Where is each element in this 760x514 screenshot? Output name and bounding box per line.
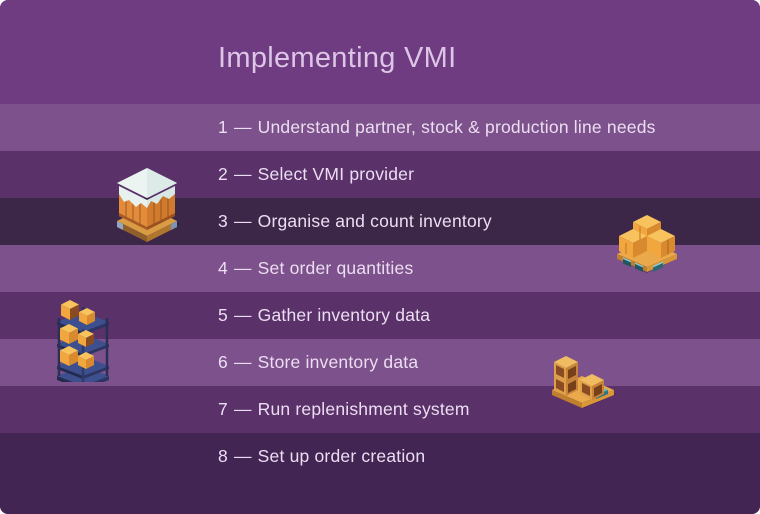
step-number: 1 <box>218 117 228 137</box>
page-title: Implementing VMI <box>218 42 457 74</box>
step-dash: — <box>233 117 252 137</box>
step-number: 7 <box>218 399 228 419</box>
step-row-8: 8—Set up order creation <box>0 433 760 480</box>
footer-band <box>0 480 760 514</box>
step-dash: — <box>233 352 252 372</box>
step-row-6: 6—Store inventory data <box>0 339 760 386</box>
step-number: 2 <box>218 164 228 184</box>
step-dash: — <box>233 211 252 231</box>
step-dash: — <box>233 399 252 419</box>
step-dash: — <box>233 305 252 325</box>
step-number: 4 <box>218 258 228 278</box>
steps-list: 1—Understand partner, stock & production… <box>0 104 760 480</box>
step-number: 6 <box>218 352 228 372</box>
step-label: Select VMI provider <box>257 164 415 184</box>
step-label: Run replenishment system <box>257 399 470 419</box>
step-row-3: 3—Organise and count inventory <box>0 198 760 245</box>
step-row-5: 5—Gather inventory data <box>0 292 760 339</box>
step-label: Store inventory data <box>257 352 419 372</box>
step-label: Gather inventory data <box>257 305 431 325</box>
step-dash: — <box>233 446 252 466</box>
step-row-4: 4—Set order quantities <box>0 245 760 292</box>
step-label: Understand partner, stock & production l… <box>257 117 656 137</box>
step-number: 3 <box>218 211 228 231</box>
step-row-7: 7—Run replenishment system <box>0 386 760 433</box>
step-row-1: 1—Understand partner, stock & production… <box>0 104 760 151</box>
step-dash: — <box>233 258 252 278</box>
step-label: Set order quantities <box>257 258 414 278</box>
header-band: Implementing VMI <box>0 0 760 104</box>
step-number: 5 <box>218 305 228 325</box>
step-dash: — <box>233 164 252 184</box>
step-label: Set up order creation <box>257 446 426 466</box>
step-label: Organise and count inventory <box>257 211 492 231</box>
step-row-2: 2—Select VMI provider <box>0 151 760 198</box>
step-number: 8 <box>218 446 228 466</box>
